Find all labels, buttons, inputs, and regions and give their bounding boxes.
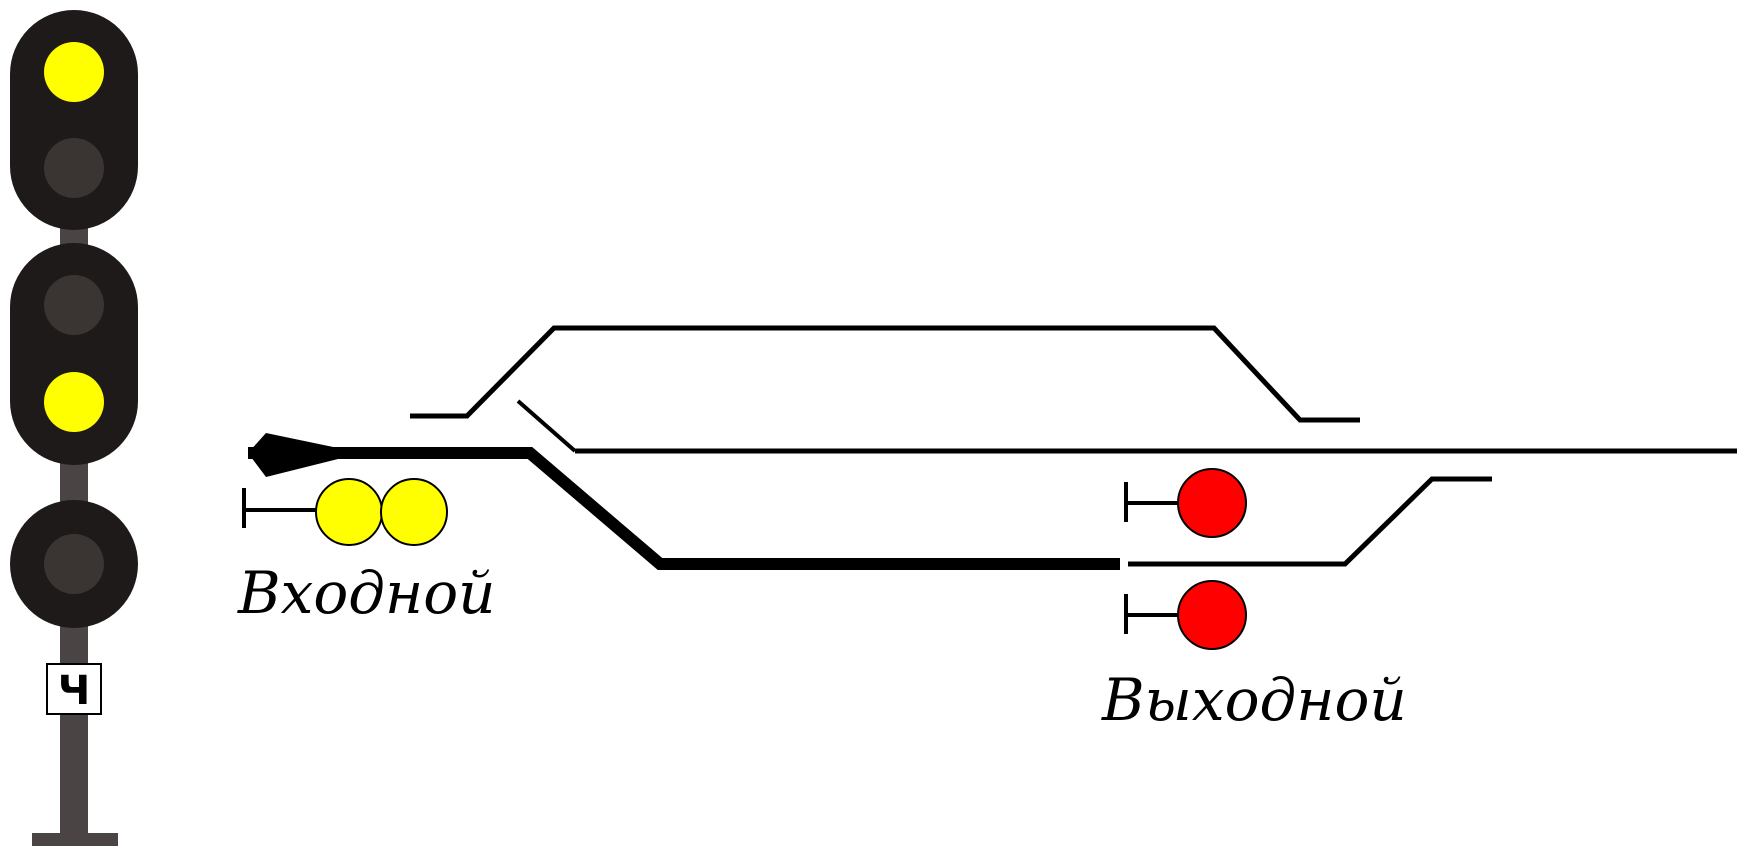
signal-mast: Ч — [10, 10, 138, 846]
arrow-right-icon — [248, 433, 362, 477]
exit-signal-lower-lamp — [1177, 580, 1247, 650]
entry-signal: Входной — [237, 478, 496, 627]
signal-lamp-1 — [44, 42, 104, 102]
exit-signals: Выходной — [1101, 468, 1407, 734]
route-track — [248, 447, 1120, 570]
lower-track — [1128, 476, 1492, 567]
entry-signal-label: Входной — [237, 559, 496, 627]
signal-lamp-4 — [44, 372, 104, 432]
signal-plate-letter: Ч — [58, 668, 90, 714]
exit-signal-lower — [1124, 580, 1247, 650]
exit-signal-label: Выходной — [1101, 666, 1407, 734]
entry-signal-lamp-1 — [315, 478, 383, 546]
entry-signal-lamp-2 — [380, 478, 448, 546]
signal-lamp-5 — [44, 534, 104, 594]
signal-lamp-3 — [44, 275, 104, 335]
upper-siding-track — [410, 325, 1360, 423]
exit-signal-upper-lamp — [1177, 468, 1247, 538]
signal-head-middle — [10, 243, 138, 465]
signal-plate — [46, 663, 102, 715]
crossover-stub — [516, 399, 577, 453]
exit-signal-upper — [1124, 468, 1247, 538]
track-layout — [248, 325, 1737, 570]
signal-head-top — [10, 10, 138, 230]
signal-base — [32, 833, 118, 846]
signal-lamp-2 — [44, 138, 104, 198]
